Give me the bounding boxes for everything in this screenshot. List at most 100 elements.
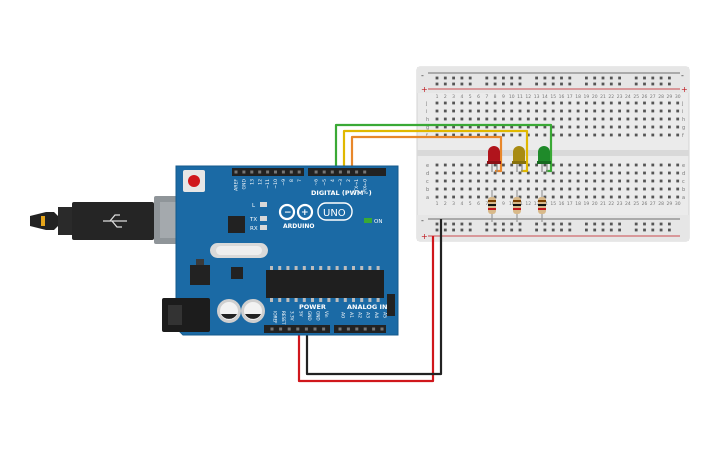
breadboard-hole[interactable] [593,133,597,137]
breadboard-hole[interactable] [593,76,597,80]
breadboard-hole[interactable] [443,222,447,226]
breadboard-hole[interactable] [568,133,572,137]
breadboard-hole[interactable] [526,101,530,105]
breadboard-hole[interactable] [435,222,439,226]
breadboard-hole[interactable] [518,195,522,199]
breadboard-hole[interactable] [560,117,563,121]
breadboard-hole[interactable] [468,195,472,199]
breadboard-hole[interactable] [493,228,497,232]
resistor-2[interactable] [513,190,521,222]
breadboard-hole[interactable] [452,171,455,175]
header-pin[interactable] [338,327,342,331]
breadboard-hole[interactable] [609,222,613,226]
breadboard-hole[interactable] [543,163,547,167]
breadboard-hole[interactable] [551,117,555,121]
breadboard-hole[interactable] [609,109,613,113]
breadboard-hole[interactable] [609,101,613,105]
breadboard-hole[interactable] [593,222,597,226]
breadboard-hole[interactable] [477,117,480,121]
breadboard-hole[interactable] [460,228,464,232]
breadboard-hole[interactable] [510,109,514,113]
breadboard-hole[interactable] [626,179,630,183]
breadboard-hole[interactable] [576,101,580,105]
breadboard-hole[interactable] [651,82,655,86]
breadboard-hole[interactable] [502,163,505,167]
header-pin[interactable] [279,327,283,331]
breadboard-hole[interactable] [634,222,638,226]
breadboard-hole[interactable] [676,171,680,175]
breadboard-hole[interactable] [659,222,663,226]
breadboard-hole[interactable] [452,125,455,129]
breadboard-hole[interactable] [609,171,613,175]
header-pin[interactable] [296,327,300,331]
breadboard-hole[interactable] [634,179,638,183]
breadboard-hole[interactable] [535,76,538,80]
breadboard-hole[interactable] [502,171,505,175]
breadboard-hole[interactable] [551,179,555,183]
breadboard-hole[interactable] [643,101,646,105]
breadboard-hole[interactable] [535,228,538,232]
breadboard-hole[interactable] [643,82,646,86]
breadboard-hole[interactable] [618,187,621,191]
breadboard-hole[interactable] [510,179,514,183]
breadboard-hole[interactable] [560,222,563,226]
breadboard-hole[interactable] [493,171,497,175]
breadboard-hole[interactable] [493,187,497,191]
green-led[interactable] [537,146,551,172]
breadboard-hole[interactable] [551,163,555,167]
breadboard-hole[interactable] [568,76,572,80]
breadboard-hole[interactable] [651,125,655,129]
breadboard-hole[interactable] [535,101,538,105]
breadboard-hole[interactable] [485,109,489,113]
breadboard-hole[interactable] [485,76,489,80]
breadboard-hole[interactable] [634,171,638,175]
breadboard-hole[interactable] [618,76,621,80]
breadboard-hole[interactable] [676,195,680,199]
breadboard-hole[interactable] [576,179,580,183]
breadboard-hole[interactable] [593,187,597,191]
breadboard-hole[interactable] [568,195,572,199]
breadboard-hole[interactable] [535,179,538,183]
breadboard-hole[interactable] [543,76,547,80]
breadboard-hole[interactable] [485,222,489,226]
breadboard-hole[interactable] [543,228,547,232]
breadboard-hole[interactable] [443,163,447,167]
breadboard-hole[interactable] [618,117,621,121]
breadboard-hole[interactable] [668,82,671,86]
breadboard-hole[interactable] [634,133,638,137]
reset-button-cap[interactable] [188,175,200,187]
breadboard-hole[interactable] [609,195,613,199]
breadboard-hole[interactable] [643,76,646,80]
breadboard-hole[interactable] [634,76,638,80]
resistor-3[interactable] [538,190,546,222]
breadboard-hole[interactable] [435,117,439,121]
breadboard-hole[interactable] [585,228,588,232]
breadboard-hole[interactable] [676,133,680,137]
breadboard-hole[interactable] [551,222,555,226]
breadboard-hole[interactable] [435,163,439,167]
breadboard-hole[interactable] [618,228,621,232]
breadboard-hole[interactable] [502,76,505,80]
breadboard-hole[interactable] [543,187,547,191]
breadboard-hole[interactable] [526,109,530,113]
breadboard-hole[interactable] [560,187,563,191]
breadboard-hole[interactable] [502,82,505,86]
breadboard-hole[interactable] [585,133,588,137]
breadboard-hole[interactable] [585,101,588,105]
breadboard-hole[interactable] [518,228,522,232]
breadboard-hole[interactable] [568,228,572,232]
header-pin[interactable] [274,170,277,174]
header-pin[interactable] [363,170,367,174]
breadboard-hole[interactable] [560,82,563,86]
breadboard-hole[interactable] [435,109,439,113]
breadboard-hole[interactable] [435,179,439,183]
breadboard-hole[interactable] [618,101,621,105]
breadboard-hole[interactable] [485,171,489,175]
breadboard-hole[interactable] [618,82,621,86]
breadboard-hole[interactable] [452,109,455,113]
breadboard-hole[interactable] [585,117,588,121]
breadboard-hole[interactable] [477,163,480,167]
breadboard-hole[interactable] [526,195,530,199]
breadboard-hole[interactable] [502,222,505,226]
breadboard-hole[interactable] [668,125,671,129]
